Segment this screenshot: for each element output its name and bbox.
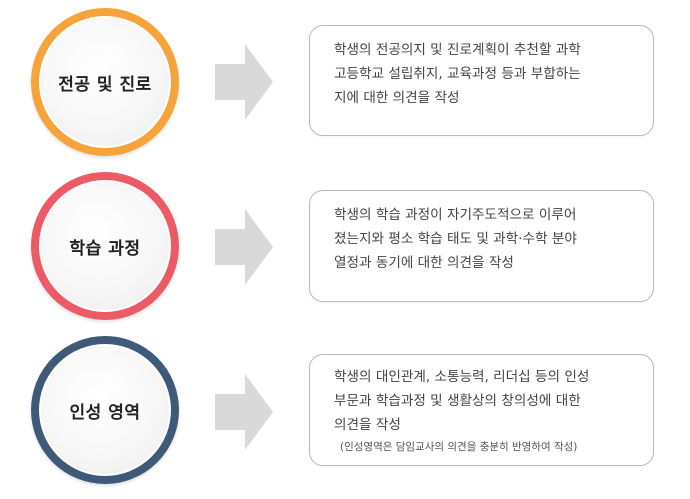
description-line: 학생의 학습 과정이 자기주도적으로 이루어 bbox=[334, 207, 577, 223]
circle-character: 인성 영역 bbox=[31, 336, 179, 484]
description-line: 열정과 동기에 대한 의견을 작성 bbox=[334, 255, 514, 271]
circle-label-career: 전공 및 진로 bbox=[58, 74, 152, 95]
description-line: 고등학교 설립취지, 교육과정 등과 부합하는 bbox=[334, 66, 581, 82]
circle-learning: 학습 과정 bbox=[31, 172, 179, 320]
description-line: 부문과 학습과정 및 생활상의 창의성에 대한 bbox=[334, 393, 581, 409]
description-box-career: 학생의 전공의지 및 진로계획이 추천할 과학 고등학교 설립취지, 교육과정 … bbox=[309, 25, 654, 136]
description-line: 지에 대한 의견을 작성 bbox=[334, 90, 460, 106]
circle-label-character: 인성 영역 bbox=[69, 402, 141, 423]
arrow-right-icon bbox=[215, 209, 273, 285]
description-line: 학생의 대인관계, 소통능력, 리더십 등의 인성 bbox=[334, 369, 590, 385]
row-career: 전공 및 진로 학생의 전공의지 및 진로계획이 추천할 과학 고등학교 설립취… bbox=[0, 8, 690, 168]
description-box-character: 학생의 대인관계, 소통능력, 리더십 등의 인성 부문과 학습과정 및 생활상… bbox=[309, 354, 654, 466]
arrow-right-icon bbox=[215, 374, 273, 450]
circle-career: 전공 및 진로 bbox=[31, 8, 179, 156]
description-line: 학생의 전공의지 및 진로계획이 추천할 과학 bbox=[334, 42, 581, 58]
description-box-learning: 학생의 학습 과정이 자기주도적으로 이루어 졌는지와 평소 학습 태도 및 과… bbox=[309, 190, 654, 302]
description-line: 의견을 작성 bbox=[334, 417, 401, 433]
row-character: 인성 영역 학생의 대인관계, 소통능력, 리더십 등의 인성 부문과 학습과정… bbox=[0, 336, 690, 496]
row-learning: 학습 과정 학생의 학습 과정이 자기주도적으로 이루어 졌는지와 평소 학습 … bbox=[0, 172, 690, 332]
description-note: (인성영역은 담임교사의 의견을 충분히 반영하여 작성) bbox=[340, 441, 578, 453]
circle-label-learning: 학습 과정 bbox=[69, 238, 141, 259]
description-line: 졌는지와 평소 학습 태도 및 과학·수학 분야 bbox=[334, 231, 577, 247]
arrow-right-icon bbox=[215, 44, 273, 120]
